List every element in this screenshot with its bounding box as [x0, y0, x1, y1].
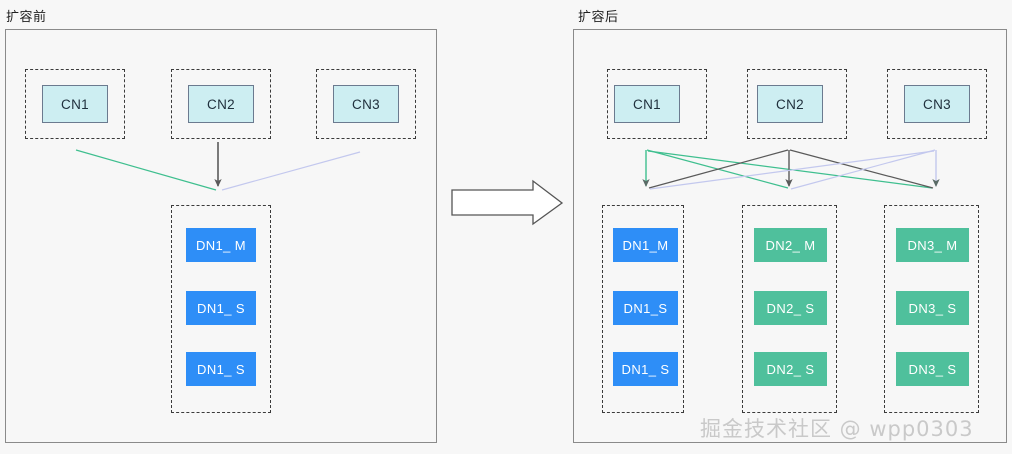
- cn-group-before-1: [25, 69, 125, 139]
- cn-node-after-1[interactable]: CN1: [614, 85, 680, 123]
- panel-before: CN1 CN2 CN3 DN1_ M DN1_ S DN1_ S: [5, 29, 437, 443]
- panel-title-before: 扩容前: [6, 9, 47, 24]
- cn-node-before-3[interactable]: CN3: [333, 85, 399, 123]
- dn-node-after-3-3[interactable]: DN3_ S: [896, 352, 969, 386]
- dn-node-after-3-2[interactable]: DN3_ S: [896, 291, 969, 325]
- cn-node-after-3[interactable]: CN3: [904, 85, 970, 123]
- dn-group-after-1: [602, 205, 684, 413]
- cn-group-after-2: [747, 69, 847, 139]
- dn-node-after-2-2[interactable]: DN2_ S: [754, 291, 827, 325]
- dn-group-before-1: [171, 205, 271, 413]
- cn-node-before-1[interactable]: CN1: [42, 85, 108, 123]
- dn-node-after-2-3[interactable]: DN2_ S: [754, 352, 827, 386]
- transition-arrow-icon: [451, 179, 564, 226]
- cn-node-after-2[interactable]: CN2: [757, 85, 823, 123]
- dn-node-after-3-1[interactable]: DN3_ M: [896, 228, 969, 262]
- dn-node-after-1-1[interactable]: DN1_M: [613, 228, 678, 262]
- dn-node-after-1-3[interactable]: DN1_ S: [613, 352, 678, 386]
- dn-node-before-1-3[interactable]: DN1_ S: [186, 352, 256, 386]
- dn-node-before-1-1[interactable]: DN1_ M: [186, 228, 256, 262]
- dn-node-before-1-2[interactable]: DN1_ S: [186, 291, 256, 325]
- panel-title-after: 扩容后: [578, 9, 619, 24]
- dn-node-after-2-1[interactable]: DN2_ M: [754, 228, 827, 262]
- cn-group-after-3: [887, 69, 987, 139]
- cn-group-after-1: [607, 69, 707, 139]
- dn-group-after-3: [884, 205, 979, 413]
- cn-node-before-2[interactable]: CN2: [188, 85, 254, 123]
- cn-group-before-2: [171, 69, 271, 139]
- watermark-text: 掘金技术社区 @ wpp0303: [700, 417, 974, 441]
- cn-group-before-3: [316, 69, 416, 139]
- dn-group-after-2: [742, 205, 837, 413]
- panel-after: CN1 CN2 CN3 DN1_M DN1_S DN1_ S DN2_ M DN…: [573, 29, 1007, 443]
- dn-node-after-1-2[interactable]: DN1_S: [613, 291, 678, 325]
